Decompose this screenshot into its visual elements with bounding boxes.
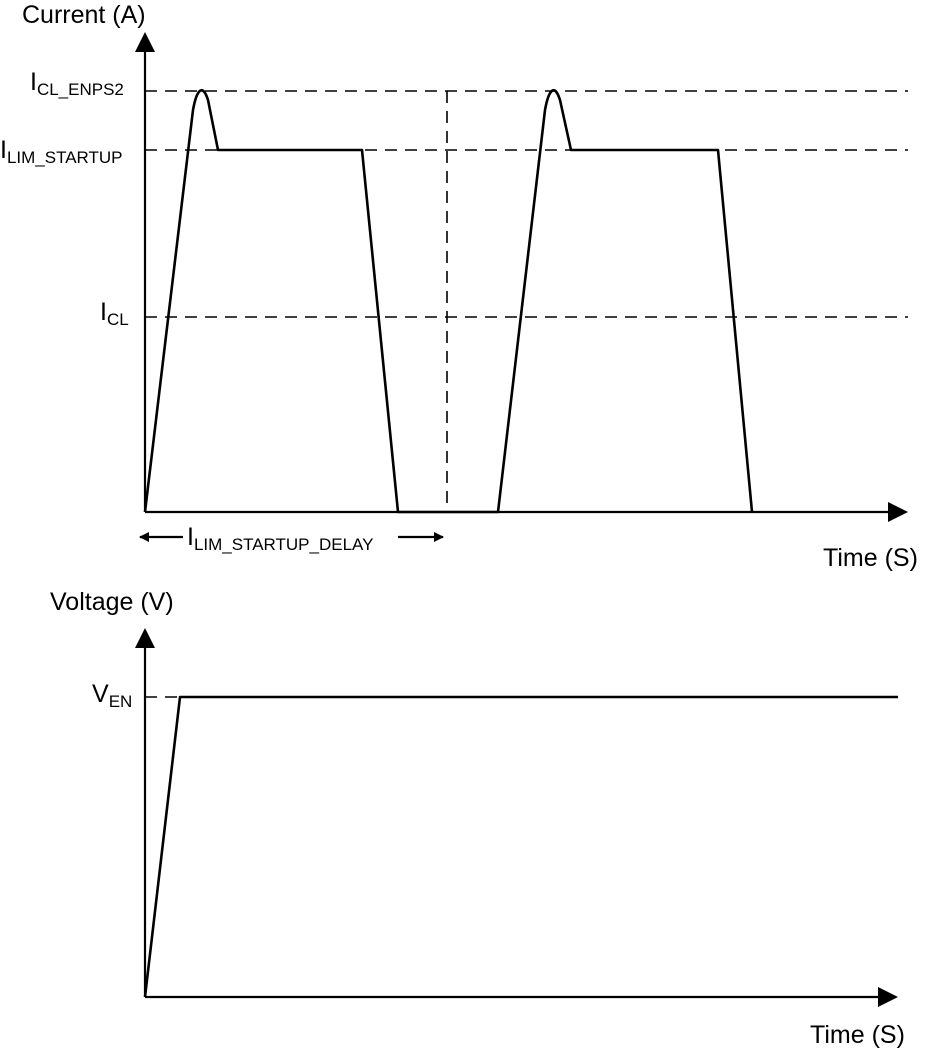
current-x-axis-label: Time (S) xyxy=(823,544,918,572)
voltage-waveform xyxy=(143,695,898,998)
voltage-y-axis-label: Voltage (V) xyxy=(50,588,174,616)
ven-level-label: VEN xyxy=(92,680,132,711)
startup-delay-label: ILIM_STARTUP_DELAY xyxy=(187,523,373,554)
current-x-axis-arrow xyxy=(888,502,908,522)
voltage-chart: Voltage (V) Time (S) VEN xyxy=(50,588,905,1049)
voltage-y-axis-arrow xyxy=(135,628,155,648)
current-waveform xyxy=(143,89,754,514)
icl-enps2-level-label: ICL_ENPS2 xyxy=(30,68,124,99)
voltage-x-axis-arrow xyxy=(878,987,898,1007)
current-y-axis-arrow xyxy=(135,32,155,52)
ilim-startup-level-label: ILIM_STARTUP xyxy=(0,136,123,167)
icl-level-label: ICL xyxy=(100,298,129,329)
current-y-axis-label: Current (A) xyxy=(22,1,146,29)
current-chart: Current (A) Time (S) ICL_ENPS2 ILIM_STAR… xyxy=(0,1,918,572)
voltage-x-axis-label: Time (S) xyxy=(810,1021,905,1049)
